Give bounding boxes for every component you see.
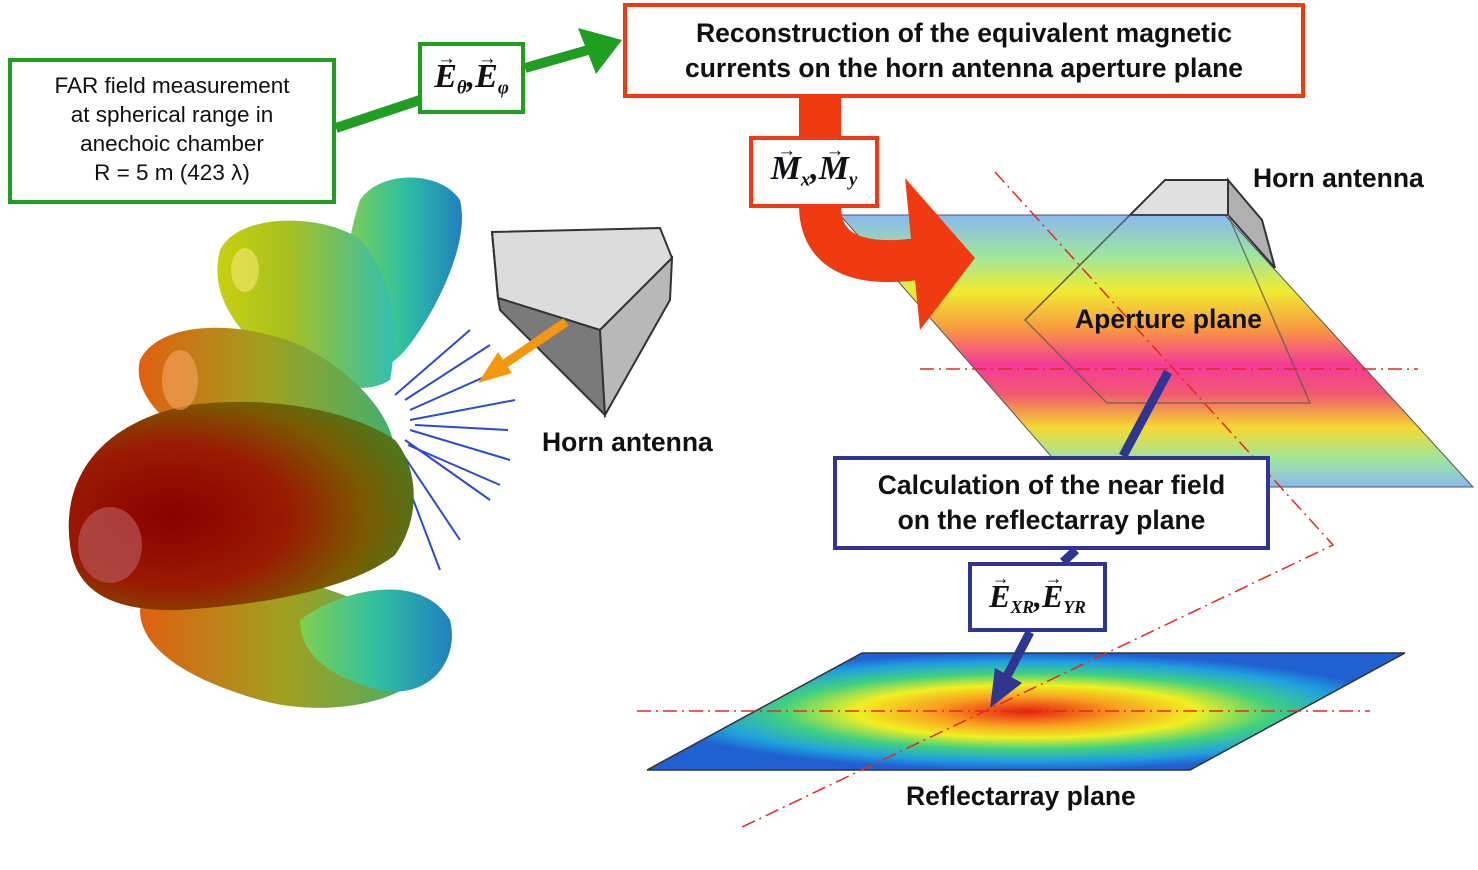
reconstruction-line-1: Reconstruction of the equivalent magneti… xyxy=(696,18,1232,48)
arrow-navy-head xyxy=(990,668,1022,708)
magnetic-currents-box: Mx,My xyxy=(749,136,879,208)
pattern-highlight-2 xyxy=(231,248,259,292)
horn-left-edge xyxy=(491,231,499,299)
dashdot-aperture-diagonal xyxy=(739,171,1335,829)
arrow-red-orange xyxy=(799,98,975,330)
near-field-components-box: EXR,EYR xyxy=(968,562,1107,632)
vector-m-y: M xyxy=(819,140,849,188)
reconstruction-box: Reconstruction of the equivalent magneti… xyxy=(623,3,1305,98)
pattern-highlight-1 xyxy=(162,350,198,410)
arrow-green-head xyxy=(578,28,622,74)
sub-x: x xyxy=(800,169,811,191)
pattern-lobe-lower-back xyxy=(300,589,452,692)
calculation-box: Calculation of the near field on the ref… xyxy=(833,456,1270,550)
pattern-main-lobe xyxy=(68,401,414,611)
sub-theta: θ xyxy=(456,77,467,99)
arrow-navy xyxy=(990,369,1172,708)
sep-reflect: , xyxy=(1034,578,1042,614)
sub-phi: φ xyxy=(497,77,509,99)
far-field-line-4: R = 5 m (423 λ) xyxy=(94,160,250,185)
reconstruction-line-2: currents on the horn antenna aperture pl… xyxy=(684,53,1244,83)
far-field-line-3: anechoic chamber xyxy=(80,131,264,156)
sep-far: , xyxy=(466,58,476,95)
sep-currents: , xyxy=(810,150,819,187)
horn-left-side-face xyxy=(598,255,674,419)
aperture-plane-label: Aperture plane xyxy=(1075,304,1263,334)
dashdot-lines xyxy=(637,171,1418,829)
reflectarray-plane xyxy=(646,652,1406,771)
reflectarray-plane-label: Reflectarray plane xyxy=(906,781,1136,811)
horn-antenna-left xyxy=(478,226,674,419)
horn-right-inner-edge xyxy=(1024,214,1131,321)
sub-xr: XR xyxy=(1010,597,1034,618)
sub-y: y xyxy=(849,169,858,191)
far-field-box: FAR field measurement at spherical range… xyxy=(8,58,336,204)
horn-antenna-label-right: Horn antenna xyxy=(1253,163,1424,193)
horn-right-side-face xyxy=(1227,177,1276,269)
arrow-red-orange-head xyxy=(905,178,975,330)
far-field-line-2: at spherical range in xyxy=(70,102,274,127)
calculation-line-1: Calculation of the near field xyxy=(877,470,1226,500)
vector-e-phi: E xyxy=(475,48,498,96)
far-field-line-1: FAR field measurement xyxy=(54,73,290,98)
vector-e-yr: E xyxy=(1042,568,1064,615)
vector-e-xr: E xyxy=(989,568,1011,615)
radiation-pattern xyxy=(68,177,516,708)
vector-e-theta: E xyxy=(434,48,457,96)
horn-right-top-face xyxy=(1127,179,1229,216)
horn-antenna-label-left: Horn antenna xyxy=(542,427,713,457)
calculation-line-2: on the reflectarray plane xyxy=(897,505,1206,535)
horn-left-arrow-shaft xyxy=(497,318,569,371)
vector-m-x: M xyxy=(771,140,801,188)
sub-yr: YR xyxy=(1063,597,1086,618)
pattern-spikes xyxy=(394,329,516,571)
pattern-main-lobe-tip xyxy=(78,507,142,583)
arrow-green xyxy=(334,28,622,133)
far-field-components-box: Eθ,Eφ xyxy=(418,42,525,114)
horn-left-arrow-head xyxy=(478,352,512,383)
